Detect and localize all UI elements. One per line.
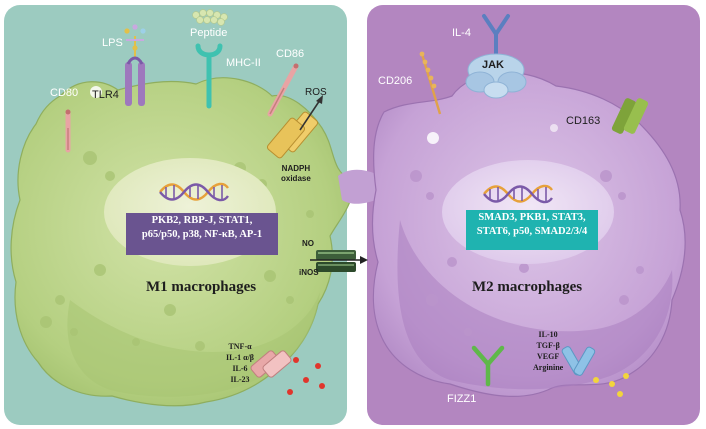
m1-factor-line-1: PKB2, RBP-J, STAT1, <box>151 215 253 226</box>
nadph-oxidase-icon <box>266 111 319 159</box>
cd206-label: CD206 <box>378 75 413 87</box>
cd163-label: CD163 <box>566 115 601 127</box>
m2-highlight <box>427 132 439 144</box>
m2-factor-line-1: SMAD3, PKB1, STAT3, <box>478 212 586 223</box>
peptide-label: Peptide <box>190 27 228 39</box>
tlr4-label: TLR4 <box>92 89 119 101</box>
cytokine-release-icon <box>250 350 292 378</box>
nadph-line-2: oxidase <box>281 174 311 183</box>
nadph-line-1: NADPH <box>281 164 311 173</box>
jak-label: JAK <box>482 59 505 71</box>
m1-cytokine-list: TNF-α IL-1 α/β IL-6 IL-23 <box>226 341 254 385</box>
m1-highlight <box>90 86 102 98</box>
m2-factor-text: SMAD3, PKB1, STAT3, STAT6, p50, SMAD2/3/… <box>466 211 598 239</box>
ros-arrow-icon <box>299 95 323 131</box>
cd80-label: CD80 <box>50 87 79 99</box>
m1-cytokine-2: IL-1 α/β <box>226 353 255 362</box>
m2-cytokine-list: IL-10 TGF-β VEGF Arginine <box>533 329 563 373</box>
jak-receptor-icon <box>465 53 527 99</box>
m2-cytokine-1: IL-10 <box>538 330 558 339</box>
m1-factor-text: PKB2, RBP-J, STAT1, p65/p50, p38, NF-κB,… <box>126 214 278 242</box>
m1-dna-icon <box>159 182 229 202</box>
cd86-receptor-icon <box>267 63 299 117</box>
peptide-icon <box>192 9 228 26</box>
m1-cytokine-3: IL-6 <box>232 364 248 373</box>
m2-secreted-dots <box>593 373 629 397</box>
il4-antibody-icon <box>482 14 510 58</box>
no-label: NO <box>302 239 314 248</box>
cd86-label: CD86 <box>276 48 305 60</box>
ros-label: ROS <box>305 87 327 98</box>
m2-cell-shade <box>397 220 673 390</box>
fizz1-label: FIZZ1 <box>447 393 477 405</box>
m2-vesicles <box>410 170 644 336</box>
cd206-receptor-icon <box>419 51 442 115</box>
inos-label: iNOS <box>299 268 319 277</box>
m1-cytokine-1: TNF-α <box>228 342 252 351</box>
m2-dna-icon <box>483 184 553 204</box>
m1-cytokine-4: IL-23 <box>230 375 250 384</box>
pseudopod <box>338 169 376 204</box>
no-arrow-icon <box>310 256 368 264</box>
inos-channel-icon <box>316 250 356 272</box>
m1-factor-box <box>126 213 278 255</box>
m2-title: M2 macrophages <box>472 279 583 295</box>
m2-factor-box <box>466 210 598 250</box>
m2-secretion-receptor-icon <box>561 346 596 376</box>
mhc2-label: MHC-II <box>226 57 261 69</box>
m2-cytokine-4: Arginine <box>533 363 564 372</box>
cytokine-dots <box>287 357 325 395</box>
nadph-oxidase-label: NADPH oxidase <box>281 164 311 184</box>
mhc2-receptor-icon <box>195 43 223 109</box>
m1-vesicles <box>40 151 314 351</box>
m1-factor-line-2: p65/p50, p38, NF-κB, AP-1 <box>141 229 263 240</box>
m2-cytokine-3: VEGF <box>537 352 560 361</box>
m1-title: M1 macrophages <box>146 279 257 295</box>
fizz1-receptor-icon <box>471 345 505 387</box>
m2-cytokine-2: TGF-β <box>536 341 560 350</box>
cd163-receptor-icon <box>611 98 649 134</box>
lps-label: LPS <box>102 37 123 49</box>
il4-label: IL-4 <box>452 27 471 39</box>
tlr4-receptor-icon <box>125 56 145 106</box>
cd80-receptor-icon <box>65 109 71 153</box>
m2-factor-line-2: STAT6, p50, SMAD2/3/4 <box>476 226 588 237</box>
lps-molecule-icon <box>124 24 146 58</box>
m2-highlight-2 <box>550 124 558 132</box>
